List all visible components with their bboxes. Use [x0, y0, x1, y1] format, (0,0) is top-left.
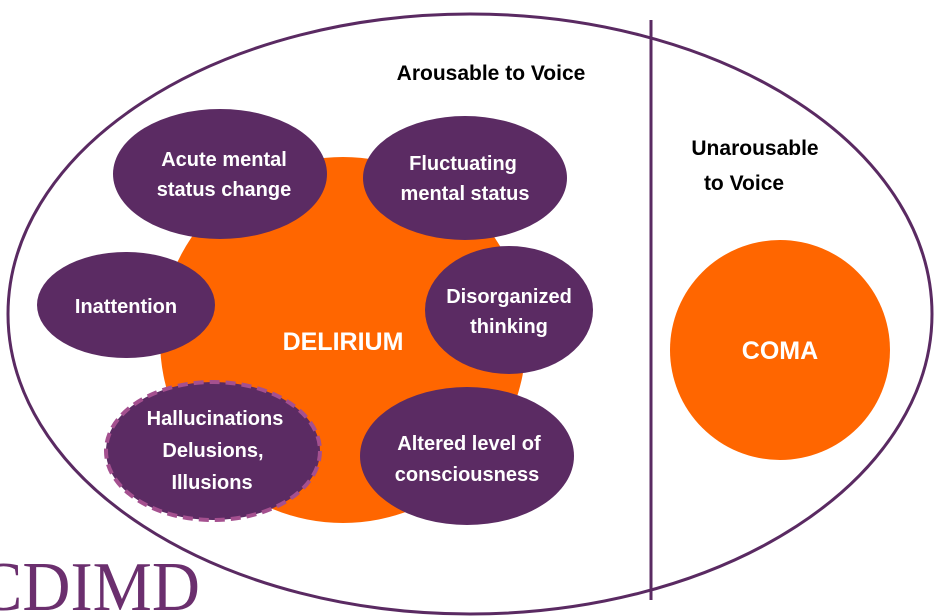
feature-disorganized-thinking: Disorganized thinking [425, 246, 593, 374]
feature-acute-line1: Acute mental [161, 149, 287, 171]
feature-disorganized-line1: Disorganized [446, 286, 572, 308]
feature-hallucinations-line2: Delusions, [162, 440, 263, 462]
feature-altered-level-of-consciousness: Altered level of consciousness [360, 387, 574, 525]
outer-boundary-ellipse [6, 12, 934, 616]
coma-core-circle [670, 240, 890, 460]
feature-disorganized-line2: thinking [470, 316, 548, 338]
feature-altered-line2: consciousness [395, 464, 540, 486]
unarousable-label-line2: to Voice [704, 172, 784, 195]
unarousable-label-line1: Unarousable [691, 137, 818, 160]
coma-label: COMA [742, 337, 818, 365]
feature-acute-line2: status change [157, 179, 291, 201]
cdimd-logo: CDIMD [0, 549, 200, 616]
feature-altered-line1: Altered level of [397, 433, 541, 455]
feature-hallucinations-line3: Illusions [171, 472, 252, 494]
feature-fluctuating-mental-status: Fluctuating mental status [363, 116, 567, 240]
feature-inattention-line1: Inattention [75, 296, 177, 318]
feature-acute-mental-status-change: Acute mental status change [113, 109, 327, 239]
delirium-label: DELIRIUM [283, 328, 404, 356]
feature-fluctuating-line2: mental status [401, 183, 530, 205]
feature-hallucinations-line1: Hallucinations [147, 408, 284, 430]
feature-hallucinations-delusions-illusions: Hallucinations Delusions, Illusions [104, 380, 322, 522]
feature-inattention: Inattention [37, 252, 215, 358]
feature-fluctuating-line1: Fluctuating [409, 153, 517, 175]
arousable-label: Arousable to Voice [397, 62, 586, 85]
